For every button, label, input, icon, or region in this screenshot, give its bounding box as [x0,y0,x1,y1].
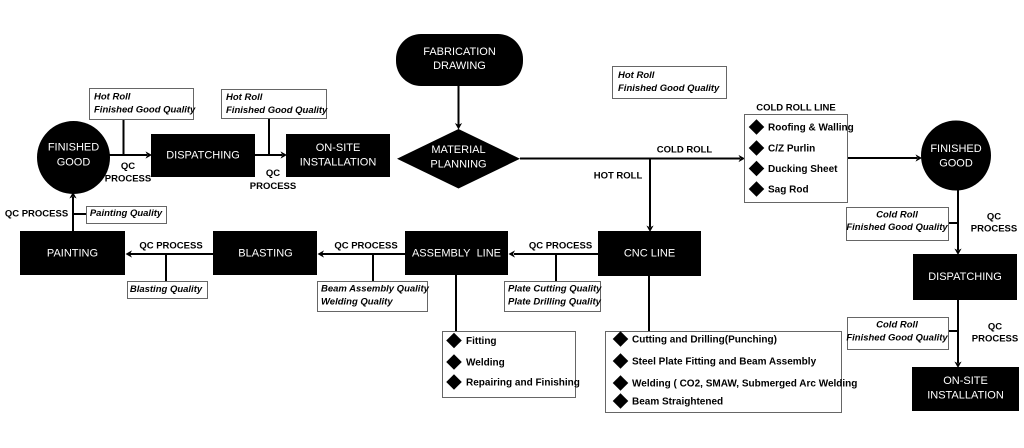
svg-text:Hot Roll: Hot Roll [94,92,131,103]
svg-text:Sag Rod: Sag Rod [768,185,809,196]
svg-text:GOOD: GOOD [939,158,973,170]
svg-text:QC: QC [266,168,280,179]
svg-text:DISPATCHING: DISPATCHING [928,271,1002,283]
svg-text:FABRICATION: FABRICATION [423,46,496,58]
svg-text:PROCESS: PROCESS [105,174,151,185]
svg-text:QC: QC [987,212,1001,223]
svg-text:Welding: Welding [466,358,505,369]
svg-text:Hot Roll: Hot Roll [226,92,263,103]
svg-text:PROCESS: PROCESS [972,334,1018,345]
svg-text:HOT ROLL: HOT ROLL [594,171,643,182]
svg-text:QC PROCESS: QC PROCESS [139,241,202,252]
svg-text:PROCESS: PROCESS [250,181,296,192]
svg-text:Finished Good Quality: Finished Good Quality [618,83,720,94]
svg-text:Steel Plate Fitting and Beam A: Steel Plate Fitting and Beam Assembly [632,357,817,368]
svg-text:Finished Good Quality: Finished Good Quality [846,333,948,344]
svg-text:Beam Straightened: Beam Straightened [632,397,723,408]
svg-text:QC PROCESS: QC PROCESS [529,241,592,252]
svg-text:PAINTING: PAINTING [47,248,98,260]
svg-text:COLD ROLL: COLD ROLL [657,145,713,156]
svg-text:DRAWING: DRAWING [433,60,486,72]
svg-text:Finished Good Quality: Finished Good Quality [846,222,948,233]
svg-text:COLD ROLL LINE: COLD ROLL LINE [756,103,836,114]
svg-text:Cold Roll: Cold Roll [876,320,918,331]
svg-text:Plate Drilling Quality: Plate Drilling Quality [508,297,602,308]
svg-text:Painting Quality: Painting Quality [90,208,163,219]
svg-text:Welding Quality: Welding Quality [321,297,393,308]
svg-text:Finished Good Quality: Finished Good Quality [94,105,196,116]
svg-text:ASSEMBLY LINE: ASSEMBLY LINE [412,248,501,260]
svg-text:MATERIAL: MATERIAL [431,144,485,156]
svg-text:QC PROCESS: QC PROCESS [334,241,397,252]
svg-text:CNC LINE: CNC LINE [624,248,675,260]
svg-text:PLANNING: PLANNING [430,159,486,171]
svg-text:Repairing and Finishing: Repairing and Finishing [466,378,580,389]
svg-text:FINISHED: FINISHED [930,143,981,155]
svg-text:Fitting: Fitting [466,336,497,347]
svg-text:INSTALLATION: INSTALLATION [300,157,377,169]
svg-text:Cutting and Drilling(Punching): Cutting and Drilling(Punching) [632,335,777,346]
svg-text:QC: QC [988,322,1002,333]
svg-text:C/Z Purlin: C/Z Purlin [768,144,815,155]
svg-text:INSTALLATION: INSTALLATION [927,390,1004,402]
svg-text:Finished Good Quality: Finished Good Quality [226,105,328,116]
svg-text:Cold Roll: Cold Roll [876,210,918,221]
svg-text:QC PROCESS: QC PROCESS [5,209,68,220]
svg-text:Roofing & Walling: Roofing & Walling [768,123,854,134]
svg-text:ON-SITE: ON-SITE [943,375,988,387]
svg-text:DISPATCHING: DISPATCHING [166,150,240,162]
svg-text:Blasting Quality: Blasting Quality [130,284,203,295]
svg-text:ON-SITE: ON-SITE [316,142,361,154]
svg-text:GOOD: GOOD [57,157,91,169]
svg-text:BLASTING: BLASTING [238,248,292,260]
svg-text:QC: QC [121,161,135,172]
svg-text:Ducking Sheet: Ducking Sheet [768,164,838,175]
svg-text:Welding ( CO2, SMAW, Submerged: Welding ( CO2, SMAW, Submerged Arc Weldi… [632,379,857,390]
svg-text:Beam Assembly Quality: Beam Assembly Quality [321,284,430,295]
svg-text:PROCESS: PROCESS [971,224,1017,235]
svg-text:Hot Roll: Hot Roll [618,70,655,81]
svg-text:FINISHED: FINISHED [48,142,99,154]
svg-text:Plate Cutting Quality: Plate Cutting Quality [508,284,602,295]
